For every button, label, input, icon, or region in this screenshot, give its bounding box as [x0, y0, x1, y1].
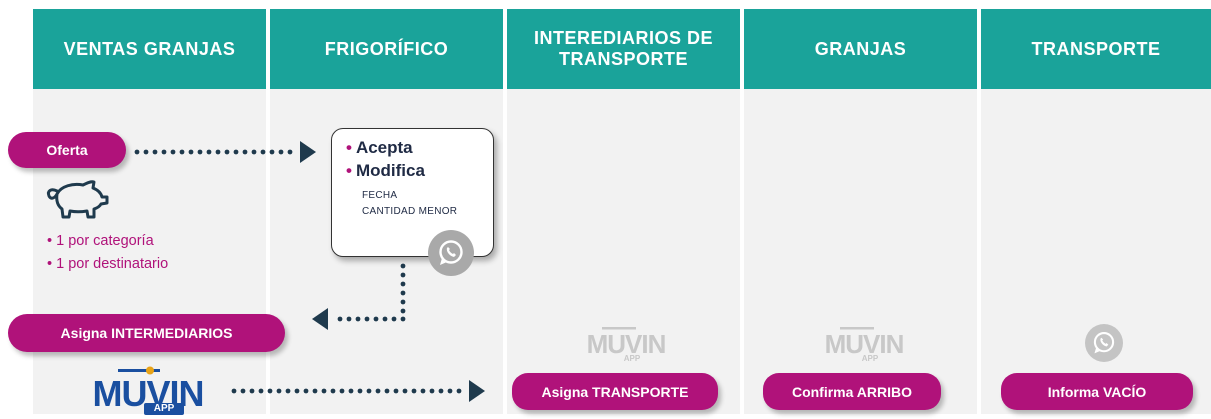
- bullet-por-destinatario: • 1 por destinatario: [47, 256, 169, 272]
- whatsapp-icon-transporte: [1085, 324, 1123, 362]
- muvin-logo-grey-sub-2: APP: [862, 354, 879, 361]
- arrowhead-to-asigna: [312, 308, 328, 330]
- oferta-label: Oferta: [46, 142, 88, 158]
- muvin-logo-main: MUVIN APP: [88, 366, 208, 415]
- muvin-logo-granjas: MUVIN APP: [816, 325, 912, 363]
- arrowhead-to-asigna-transporte: [469, 380, 485, 402]
- dotted-line-oferta-to-card: [134, 149, 293, 155]
- muvin-logo-dot: [146, 366, 154, 375]
- whatsapp-glyph: [439, 240, 463, 265]
- column-transporte: TRANSPORTE: [981, 9, 1211, 414]
- arrowhead-to-card: [300, 141, 316, 163]
- column-intermediarios: INTEREDIARIOS DE TRANSPORTE: [507, 9, 740, 414]
- muvin-logo-grey-graphic-1: MUVIN APP: [587, 327, 667, 363]
- card-sub-cantidad: CANTIDAD MENOR: [362, 206, 458, 217]
- card-item-acepta: •Acepta: [346, 138, 413, 157]
- column-header-intermediarios-text: INTEREDIARIOS DE TRANSPORTE: [533, 28, 714, 69]
- bullet-por-categoria: • 1 por categoría: [47, 233, 154, 249]
- oferta-pill: Oferta: [8, 132, 126, 168]
- card-sub-fecha: FECHA: [362, 190, 398, 201]
- asigna-intermediarios-label: Asigna INTERMEDIARIOS: [60, 325, 233, 341]
- confirma-arribo-pill: Confirma ARRIBO: [763, 373, 941, 410]
- column-header-frigorifico: FRIGORÍFICO: [270, 9, 503, 89]
- asigna-transporte-pill: Asigna TRANSPORTE: [512, 373, 718, 410]
- asigna-intermediarios-pill: Asigna INTERMEDIARIOS: [8, 314, 285, 352]
- muvin-logo-grey-word-1: MUVIN: [587, 329, 666, 359]
- whatsapp-icon: [428, 230, 474, 276]
- dotted-line-card-down: [400, 263, 406, 322]
- column-header-transporte: TRANSPORTE: [981, 9, 1211, 89]
- dotted-line-logo-to-transporte: [231, 388, 462, 394]
- muvin-logo-grey-bar-1: [602, 327, 636, 330]
- card-item-modifica-text: Modifica: [355, 161, 425, 180]
- column-header-ventas-granjas: VENTAS GRANJAS: [33, 9, 266, 89]
- muvin-logo-grey-sub-1: APP: [624, 354, 641, 361]
- column-header-intermediarios: INTEREDIARIOS DE TRANSPORTE: [507, 9, 740, 89]
- confirma-arribo-label: Confirma ARRIBO: [791, 383, 913, 400]
- muvin-logo-intermediarios: MUVIN APP: [578, 325, 674, 363]
- asigna-transporte-label: Asigna TRANSPORTE: [541, 383, 689, 400]
- dotted-line-card-left: [337, 316, 397, 322]
- pig-icon: [47, 180, 109, 219]
- informa-vacio-label: Informa VACÍO: [1047, 383, 1147, 400]
- muvin-logo-sub: APP: [144, 403, 184, 415]
- whatsapp-glyph-2: [1093, 331, 1115, 354]
- column-header-granjas: GRANJAS: [744, 9, 977, 89]
- card-item-acepta-text: Acepta: [355, 138, 413, 157]
- muvin-logo-grey-graphic-2: MUVIN APP: [825, 327, 905, 363]
- muvin-logo-grey-word-2: MUVIN: [825, 329, 904, 359]
- frigorifico-response-card: •Acepta •Modifica FECHA CANTIDAD MENOR: [331, 128, 494, 257]
- card-item-modifica: •Modifica: [346, 161, 425, 180]
- informa-vacio-pill: Informa VACÍO: [1001, 373, 1193, 410]
- muvin-logo-grey-bar-2: [840, 327, 874, 330]
- column-granjas: GRANJAS: [744, 9, 977, 414]
- muvin-logo-bar: [118, 369, 160, 372]
